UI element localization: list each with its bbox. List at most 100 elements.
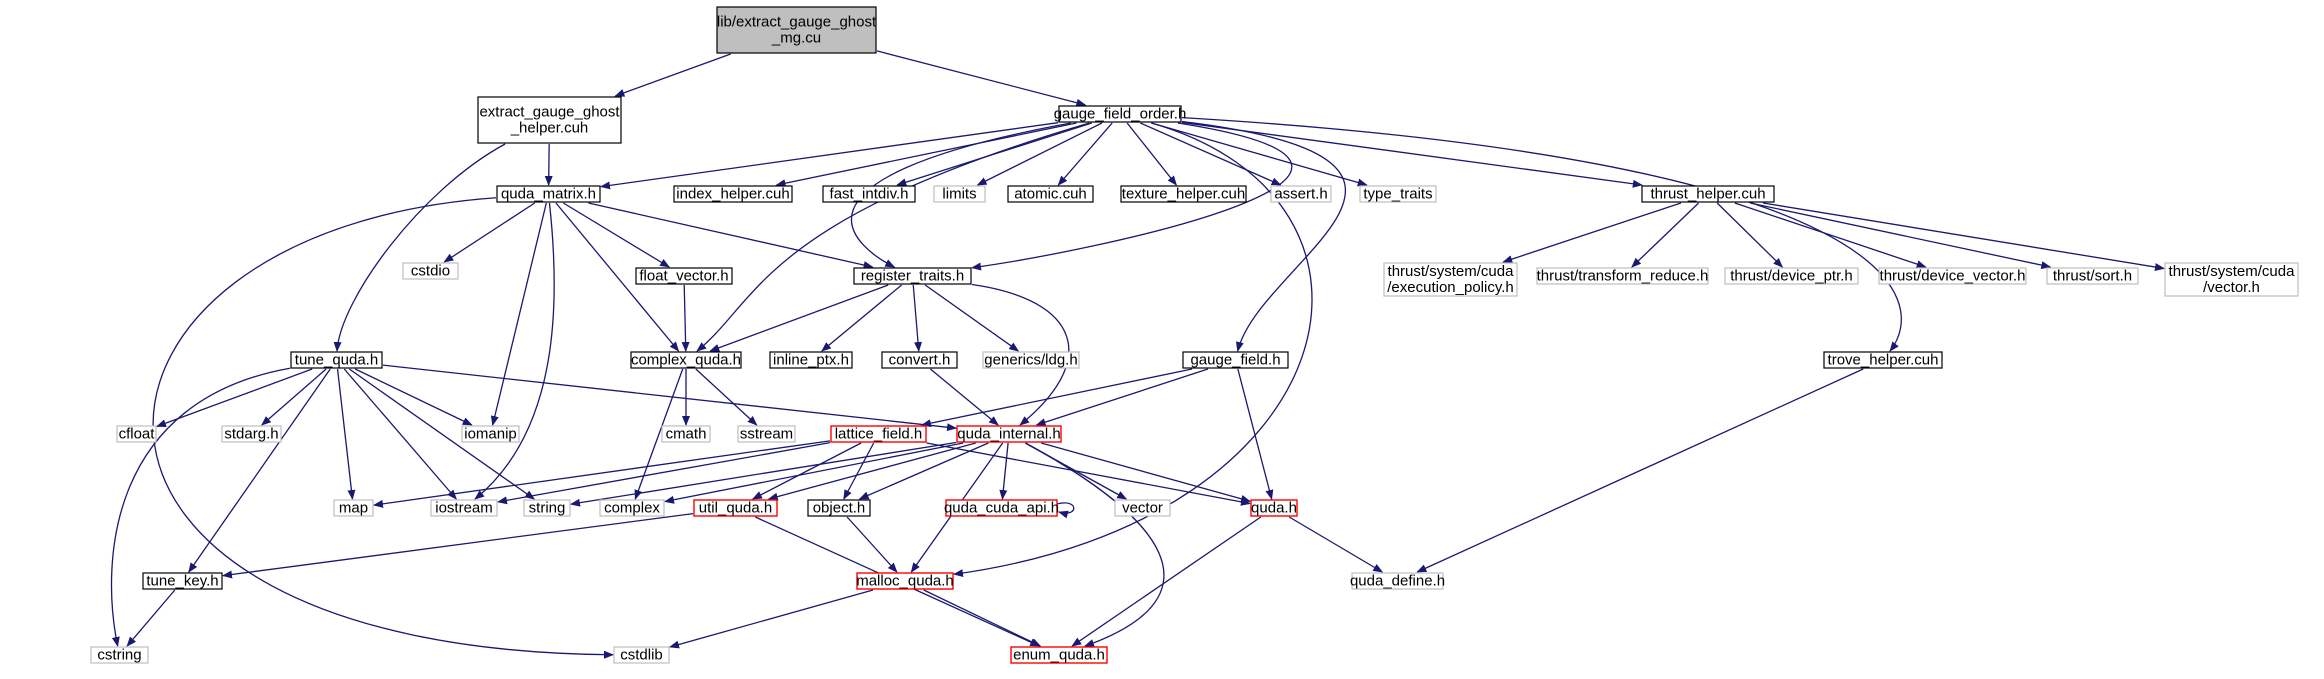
- node-complex[interactable]: complex: [599, 499, 665, 517]
- node-box: [693, 499, 778, 517]
- node-string[interactable]: string: [523, 499, 571, 517]
- node-label: quda_cuda_api.h: [944, 500, 1059, 517]
- node-box: [1536, 267, 1709, 285]
- node-tq[interactable]: tune_quda.h: [290, 351, 383, 369]
- node-ttr[interactable]: thrust/transform_reduce.h: [1536, 267, 1709, 285]
- node-tvec[interactable]: thrust/system/cuda/vector.h: [2164, 262, 2299, 297]
- node-sstream[interactable]: sstream: [737, 425, 796, 443]
- node-label: trove_helper.cuh: [1828, 352, 1939, 369]
- node-ldg[interactable]: generics/ldg.h: [982, 351, 1080, 369]
- node-qm[interactable]: quda_matrix.h: [496, 185, 601, 203]
- node-qca[interactable]: quda_cuda_api.h: [944, 499, 1059, 517]
- edge-egh-to-qm: [544, 143, 553, 186]
- node-label: atomic.cuh: [1014, 186, 1087, 203]
- edge-gfo-to-typetraits: [1151, 122, 1368, 187]
- edge-tq-to-map: [336, 368, 356, 500]
- node-label: tune_quda.h: [295, 352, 378, 369]
- node-label: cmath: [666, 426, 707, 443]
- edge-gfo-to-rt: [971, 122, 1293, 271]
- node-rt[interactable]: register_traits.h: [853, 267, 972, 285]
- node-box: [830, 425, 927, 443]
- edge-lf-to-obj: [843, 442, 875, 500]
- node-tdv[interactable]: thrust/device_vector.h: [1878, 267, 2027, 285]
- edge-obj-to-mq: [846, 516, 898, 573]
- edge-uq-to-tk: [222, 512, 694, 579]
- node-quda[interactable]: quda.h: [1250, 499, 1298, 517]
- node-trove[interactable]: trove_helper.cuh: [1823, 351, 1943, 369]
- node-gf[interactable]: gauge_field.h: [1182, 351, 1289, 369]
- node-map[interactable]: map: [333, 499, 374, 517]
- node-qd[interactable]: quda_define.h: [1350, 572, 1445, 590]
- node-thrusth[interactable]: thrust_helper.cuh: [1641, 185, 1775, 203]
- node-label: /vector.h: [2203, 279, 2260, 296]
- node-box: [1823, 351, 1943, 369]
- node-label: inline_ptx.h: [773, 352, 849, 369]
- node-vector[interactable]: vector: [1114, 499, 1171, 517]
- node-label: fast_intdiv.h: [830, 186, 909, 203]
- node-label: register_traits.h: [861, 268, 964, 285]
- node-label: type_traits: [1363, 186, 1432, 203]
- node-label: object.h: [813, 500, 866, 517]
- node-gfo[interactable]: gauge_field_order.h: [1054, 105, 1187, 123]
- node-tsort[interactable]: thrust/sort.h: [2046, 267, 2139, 285]
- node-label: string: [529, 500, 566, 517]
- node-mq[interactable]: malloc_quda.h: [856, 572, 954, 590]
- node-label: cstdlib: [620, 647, 663, 664]
- node-box: [461, 425, 520, 443]
- node-label: enum_quda.h: [1013, 647, 1105, 664]
- node-label: iomanip: [464, 426, 517, 443]
- node-cstdio[interactable]: cstdio: [402, 262, 459, 280]
- node-fi[interactable]: fast_intdiv.h: [822, 185, 916, 203]
- edge-tq-to-string: [348, 368, 536, 500]
- node-conv[interactable]: convert.h: [881, 351, 958, 369]
- node-cfloat[interactable]: cfloat: [116, 425, 157, 443]
- edge-conv-to-qi: [929, 368, 999, 426]
- node-box: [945, 499, 1058, 517]
- node-atomic[interactable]: atomic.cuh: [1007, 185, 1094, 203]
- node-label: _mg.cu: [771, 30, 821, 47]
- node-tdp[interactable]: thrust/device_ptr.h: [1724, 267, 1859, 285]
- node-assert[interactable]: assert.h: [1270, 185, 1332, 203]
- node-label: float_vector.h: [639, 268, 728, 285]
- node-ih[interactable]: index_helper.cuh: [673, 185, 793, 203]
- node-fv[interactable]: float_vector.h: [635, 267, 733, 285]
- node-box: [2164, 262, 2299, 297]
- edge-mq-to-cstdlib: [669, 589, 874, 649]
- node-texh[interactable]: texture_helper.cuh: [1120, 185, 1247, 203]
- node-tep[interactable]: thrust/system/cuda/execution_policy.h: [1383, 262, 1518, 297]
- edge-qm-to-cq: [555, 202, 680, 352]
- nodes: lib/extract_gauge_ghost_mg.cu extract_gau…: [90, 6, 2299, 664]
- node-stdarg[interactable]: stdarg.h: [221, 425, 282, 443]
- node-limits[interactable]: limits: [933, 185, 986, 203]
- node-root[interactable]: lib/extract_gauge_ghost_mg.cu: [716, 6, 877, 54]
- node-iptx[interactable]: inline_ptx.h: [769, 351, 853, 369]
- node-tk[interactable]: tune_key.h: [142, 572, 223, 590]
- node-eq[interactable]: enum_quda.h: [1010, 646, 1108, 664]
- edges: [110, 50, 2165, 659]
- node-iostream[interactable]: iostream: [430, 499, 498, 517]
- node-lf[interactable]: lattice_field.h: [830, 425, 927, 443]
- node-qi[interactable]: quda_internal.h: [956, 425, 1062, 443]
- node-uq[interactable]: util_quda.h: [693, 499, 778, 517]
- edge-quda-to-qd: [1288, 516, 1384, 573]
- edge-gfo-to-gf: [1181, 120, 1347, 352]
- node-typetraits[interactable]: type_traits: [1359, 185, 1437, 203]
- node-egh[interactable]: extract_gauge_ghost_helper.cuh: [477, 96, 622, 144]
- node-label: vector: [1122, 500, 1163, 517]
- edge-gfo-to-assert: [1140, 122, 1282, 186]
- edge-tq-to-stdarg: [261, 368, 327, 426]
- node-cmath[interactable]: cmath: [661, 425, 711, 443]
- edge-lf-to-map: [373, 440, 831, 508]
- node-iomanip[interactable]: iomanip: [461, 425, 520, 443]
- node-label: tune_key.h: [146, 573, 218, 590]
- node-box: [477, 96, 622, 144]
- node-box: [2046, 267, 2139, 285]
- node-cstdlib[interactable]: cstdlib: [613, 646, 670, 664]
- node-box: [822, 185, 916, 203]
- node-obj[interactable]: object.h: [807, 499, 871, 517]
- node-box: [1058, 105, 1182, 123]
- node-box: [1359, 185, 1437, 203]
- node-label: quda.h: [1251, 500, 1297, 517]
- node-cq[interactable]: complex_quda.h: [630, 351, 742, 369]
- node-cstring[interactable]: cstring: [90, 646, 149, 664]
